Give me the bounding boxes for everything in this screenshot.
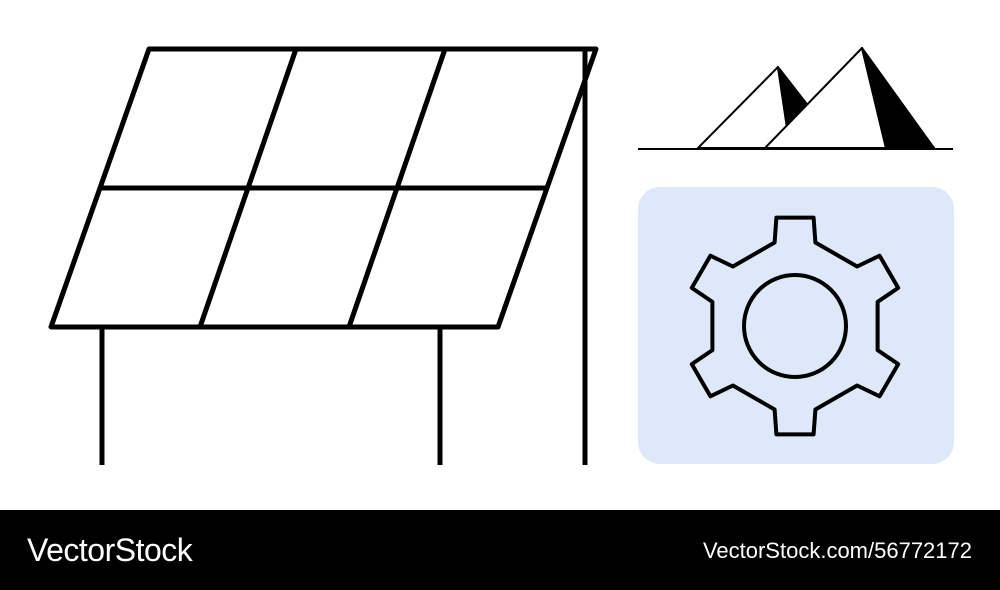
large-pyramid-dark-face	[861, 47, 935, 149]
solar-panel-icon	[48, 46, 599, 465]
gear-outline	[689, 215, 901, 437]
brand-logo: VectorStock	[27, 532, 193, 568]
illustration-art	[48, 46, 953, 465]
footer-bar: VectorStock VectorStock.com/56772172	[0, 510, 1000, 590]
image-id-text: VectorStock.com/56772172	[702, 538, 972, 563]
panel-divider-vertical-1	[197, 48, 299, 328]
gear-hole	[742, 273, 848, 379]
panel-divider-vertical-2	[346, 48, 448, 328]
mountains-icon	[638, 47, 953, 150]
panel-frame	[48, 46, 599, 330]
gear-icon	[689, 215, 901, 437]
gear-card	[638, 187, 954, 464]
